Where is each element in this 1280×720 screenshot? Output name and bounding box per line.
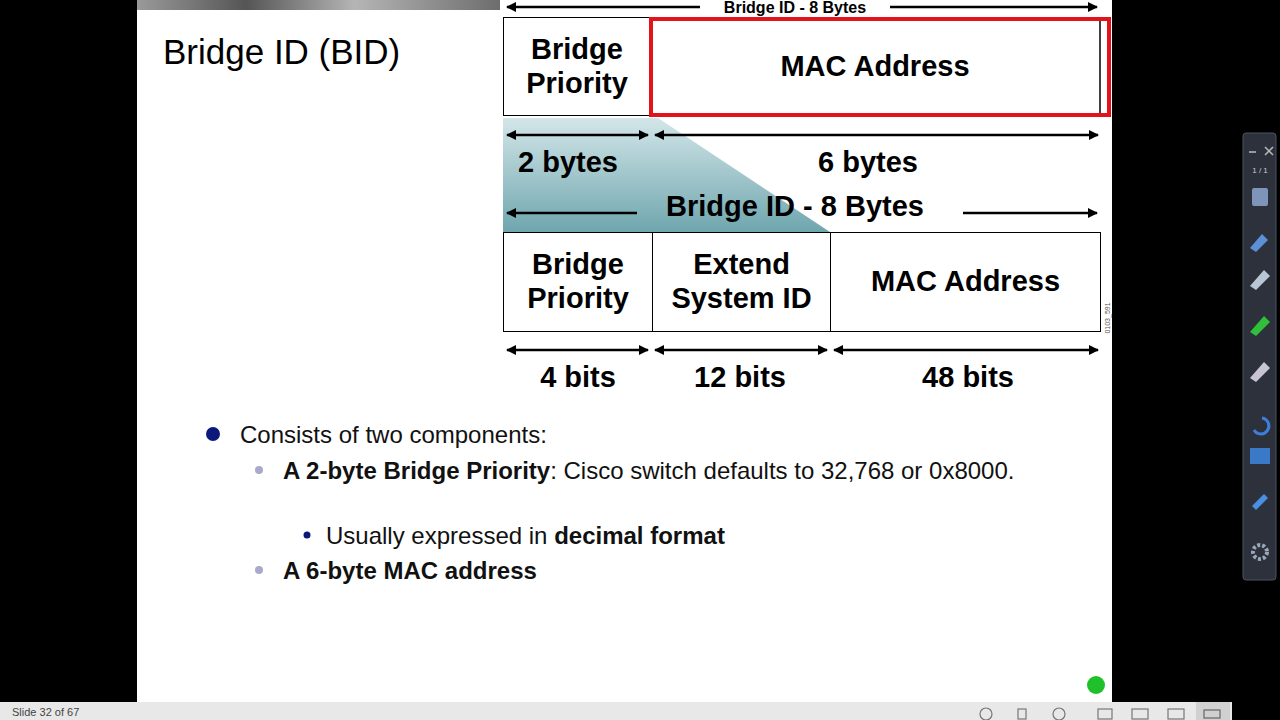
nav-icon	[1018, 709, 1026, 719]
dimension-arrow	[834, 349, 1098, 352]
bullet-text: Usually expressed in	[326, 522, 547, 549]
field-text-group: Bridge Priority	[508, 248, 648, 316]
dimension-label: 6 bytes	[668, 145, 1068, 179]
toolbar-icon	[1252, 188, 1268, 206]
slide-counter: Slide 32 of 67	[12, 706, 79, 719]
dimension-arrow	[507, 212, 637, 215]
bullet-text: Consists of two components:	[240, 421, 547, 448]
bullet-dot	[304, 532, 311, 539]
dimension-arrow	[507, 349, 648, 352]
status-button	[1196, 702, 1230, 720]
nav-icon	[980, 708, 992, 720]
dimension-arrow	[655, 134, 1098, 137]
bullet-dot	[255, 466, 263, 474]
toolbar-minimize	[1249, 151, 1256, 153]
bullet-text: : Cisco switch defaults to 32,768 or 0x8…	[550, 457, 1014, 484]
dimension-label: Bridge ID - 8 Bytes	[595, 189, 995, 223]
toolbar-page-counter: 1 / 1	[1246, 166, 1274, 176]
field-text-group: MAC Address	[780, 50, 969, 84]
dimension-label: 12 bits	[540, 360, 940, 394]
bullet-line: Consists of two components:	[240, 420, 1040, 449]
dimension-arrow	[890, 6, 1097, 9]
bullet-line: Usually expressed in decimal format	[326, 521, 1026, 550]
field-text-group: Bridge Priority	[508, 33, 646, 101]
dimension-label: Bridge ID - 8 Bytes	[705, 0, 885, 16]
dimension-label: 48 bits	[768, 360, 1168, 394]
view-icon	[1132, 709, 1148, 719]
bullet-text: A 2-byte Bridge Priority	[283, 457, 550, 484]
header-photo-strip	[137, 0, 500, 10]
slide-title: Bridge ID (BID)	[163, 31, 400, 73]
bullet-text: decimal format	[554, 522, 725, 549]
dimension-arrow	[655, 349, 827, 352]
toolbar-icon	[1253, 545, 1267, 559]
field-label: MAC Address	[871, 265, 1060, 299]
bullet-line: A 6-byte MAC address	[283, 556, 1018, 585]
toolbar-icon	[1250, 234, 1268, 252]
field-label: MAC Address	[780, 50, 969, 84]
priority-field: Bridge Priority	[503, 232, 653, 332]
view-icon	[1098, 709, 1112, 719]
bullet-dot	[255, 566, 263, 574]
toolbar-close	[1265, 147, 1273, 155]
figure-id: 0103_591	[1104, 290, 1112, 346]
view-icon	[1204, 710, 1220, 718]
field-text-group: MAC Address	[871, 265, 1060, 299]
mac-field: MAC Address	[649, 17, 1111, 117]
toolbar-icon	[1250, 270, 1270, 290]
bullet-dot	[206, 427, 220, 441]
status-dot	[1087, 676, 1105, 694]
toolbar-icon	[1254, 418, 1269, 434]
toolbar-icon	[1250, 448, 1270, 464]
toolbar-icon	[1252, 494, 1268, 510]
status-bar	[0, 702, 1232, 720]
extended-id-field: Extend System ID	[652, 232, 831, 332]
field-text-group: Extend System ID	[657, 248, 826, 316]
dimension-arrow	[507, 6, 700, 9]
toolbar-icon	[1250, 362, 1270, 382]
slide-page	[137, 0, 1112, 702]
priority-field: Bridge Priority	[503, 17, 651, 116]
nav-icon	[1053, 708, 1065, 720]
field-label: Bridge Priority	[508, 248, 648, 316]
mac-field: MAC Address	[830, 232, 1101, 332]
field-label: Extend System ID	[657, 248, 826, 316]
bullet-text: A 6-byte MAC address	[283, 557, 537, 584]
bullet-line: A 2-byte Bridge Priority: Cisco switch d…	[283, 456, 1018, 485]
pen-toolbar	[1243, 133, 1276, 580]
box-edge	[1099, 19, 1101, 115]
dimension-arrow	[507, 134, 648, 137]
toolbar-icon	[1250, 316, 1270, 336]
field-label: Bridge Priority	[508, 33, 646, 101]
dimension-arrow	[963, 212, 1097, 215]
dimension-label: 2 bytes	[368, 145, 768, 179]
view-icon	[1168, 709, 1184, 719]
